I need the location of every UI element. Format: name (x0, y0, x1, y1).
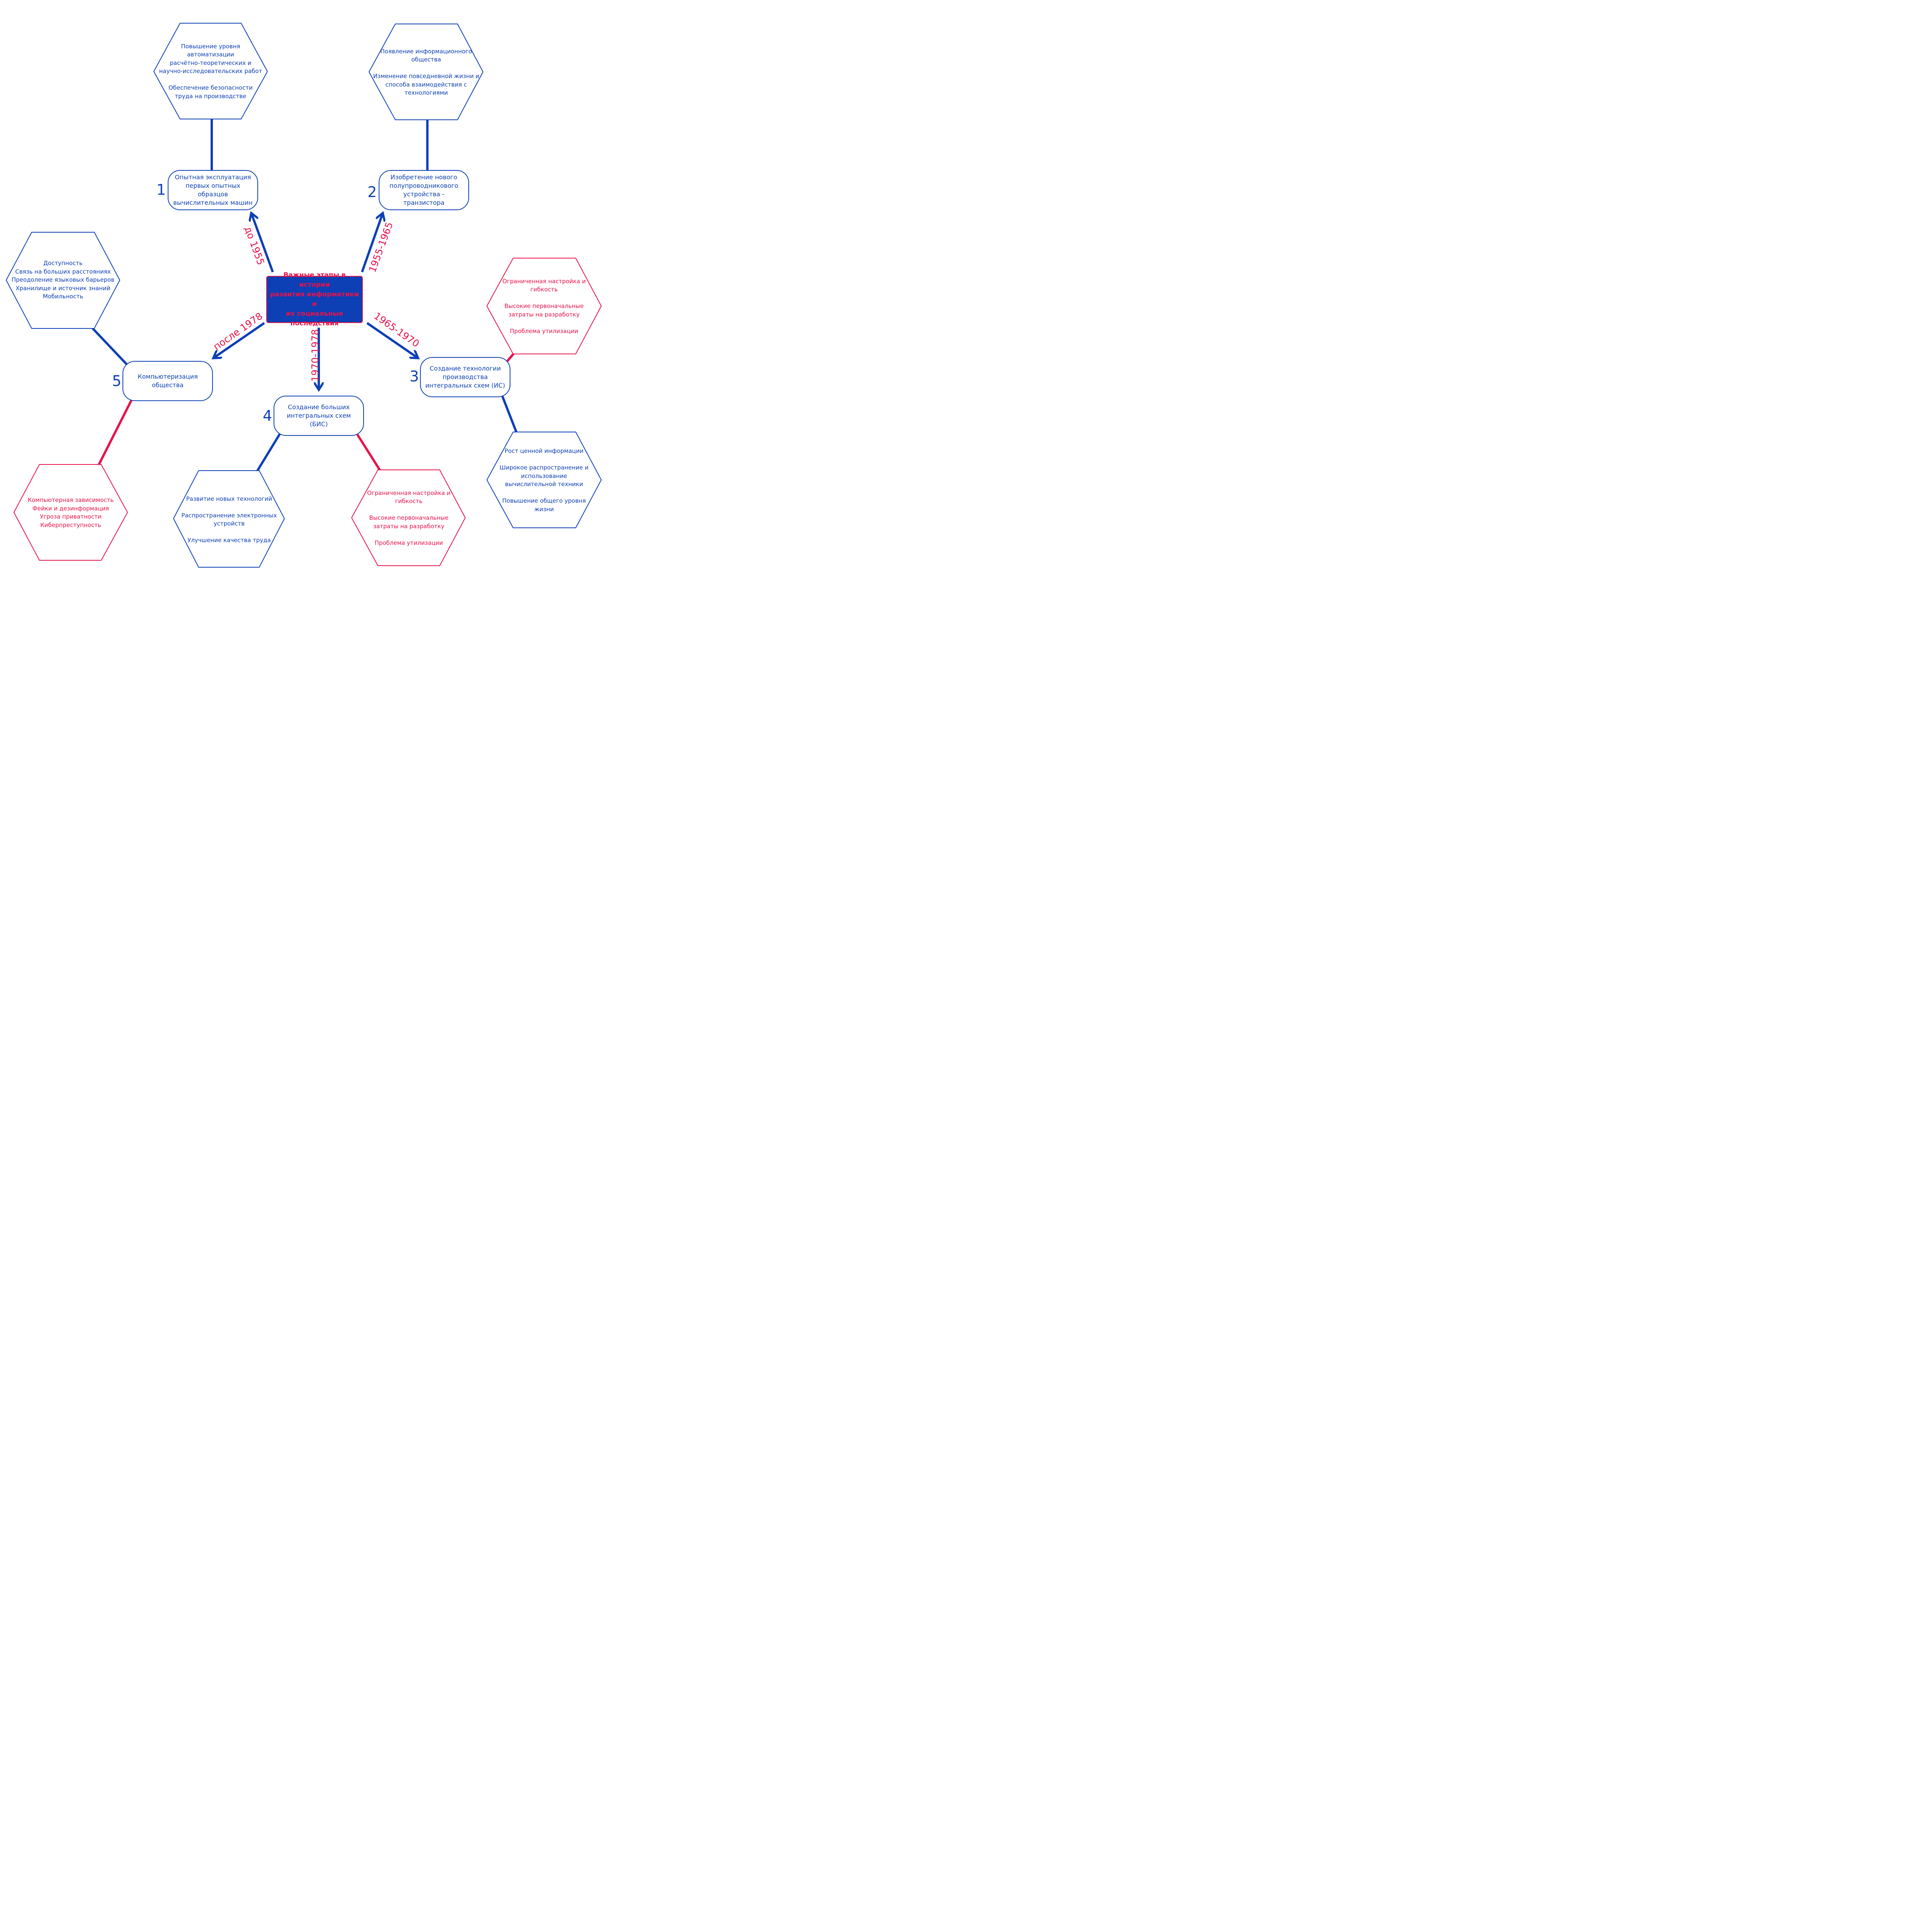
connector-stage5-negative (98, 398, 133, 465)
stage5-positive-text: Доступность Связь на больших расстояниях… (11, 260, 115, 300)
hexagon-stage2-positive (369, 24, 483, 120)
hexagon-stage1-positive (153, 23, 268, 119)
stage-4-box[interactable]: Создание больших интегральных схем (БИС) (274, 396, 364, 436)
arrow-to-stage1 (252, 215, 274, 273)
stage-5-box[interactable]: Компьютеризация общества (122, 361, 213, 401)
stage-3-box[interactable]: Создание технологии производства интегра… (420, 357, 510, 397)
stage4-negative-text: Ограниченная настройка и гибкость Высоки… (367, 489, 451, 546)
hexagon-stage3-negative (486, 258, 602, 354)
arrow-to-stage3 (366, 322, 417, 357)
connector-stage4-positive (256, 432, 282, 472)
arrow-to-stage5 (215, 322, 265, 357)
stage-1-box[interactable]: Опытная эксплуатация первых опытных обра… (168, 170, 258, 210)
hexagon-stage5-negative (14, 464, 128, 561)
stage-2-number: 2 (367, 184, 377, 201)
stage-1-number: 1 (156, 181, 166, 198)
connector-stage5-positive (91, 327, 129, 366)
stage3-negative-text: Ограниченная настройка и гибкость Высоки… (502, 277, 586, 335)
hexagon-stage5-positive (6, 232, 120, 329)
stage1-positive-text: Повышение уровня автоматизации расчётно-… (159, 43, 262, 100)
arrow-to-stage2 (361, 215, 382, 272)
period-label-stage4: 1970-1978 (310, 329, 321, 382)
stage5-negative-text: Компьютерная зависимость Фейки и дезинфо… (27, 497, 114, 529)
stage-2-box[interactable]: Изобретение нового полупроводникового ус… (379, 170, 469, 210)
hexagon-stage4-positive (173, 470, 285, 568)
stage4-positive-text: Развитие новых технологий Распространени… (181, 495, 277, 544)
diagram-canvas (6, 23, 602, 568)
stage-3-number: 3 (410, 368, 419, 385)
hexagon-stage4-negative (351, 469, 466, 566)
connector-stage4-negative (355, 432, 381, 471)
hexagon-stage3-positive (486, 432, 602, 528)
central-topic[interactable]: Важные этапы в истории развития информат… (266, 271, 363, 327)
stage-5-number: 5 (112, 372, 122, 389)
stage3-positive-text: Рост ценной информации Широкое распростр… (499, 447, 589, 513)
stage2-positive-text: Появление информационного общества Измен… (373, 48, 480, 97)
connector-stage3-positive (501, 395, 518, 434)
stage-4-number: 4 (263, 407, 272, 424)
